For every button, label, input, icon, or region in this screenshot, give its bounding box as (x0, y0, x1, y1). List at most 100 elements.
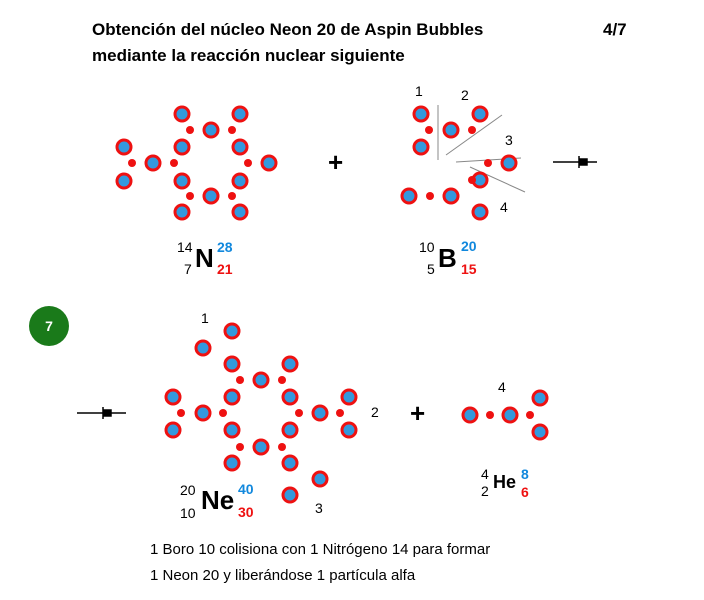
nucleon-bubble (252, 438, 270, 456)
nucleon-bubble (173, 172, 191, 190)
caption-line-2: 1 Neon 20 y liberándose 1 partícula alfa (150, 567, 416, 584)
title-line-1: Obtención del núcleo Neon 20 de Aspin Bu… (92, 20, 484, 39)
nucleon-bubble (531, 389, 549, 407)
nucleon-bubble (531, 423, 549, 441)
nucleon-bubble (173, 138, 191, 156)
bond-dot (426, 192, 434, 200)
neon-fragment-label-2: 2 (371, 404, 379, 420)
bond-dot (244, 159, 252, 167)
nitrogen-atomic-number: 7 (184, 261, 192, 277)
boron-fragment-label-4: 4 (500, 199, 508, 215)
nucleon-bubble (164, 388, 182, 406)
nucleon-bubble (202, 121, 220, 139)
nucleon-bubble (252, 371, 270, 389)
nucleon-bubble (442, 121, 460, 139)
bond-dot (526, 411, 534, 419)
neon-top-value: 40 (238, 481, 254, 497)
bond-dot (484, 159, 492, 167)
nitrogen-symbol: N (195, 243, 214, 273)
nucleon-bubble (223, 388, 241, 406)
nucleon-bubble (231, 172, 249, 190)
bond-dot (219, 409, 227, 417)
nucleon-bubble (144, 154, 162, 172)
nucleon-bubble (461, 406, 479, 424)
nucleon-bubble (115, 138, 133, 156)
bond-dot (128, 159, 136, 167)
nucleon-bubble (412, 105, 430, 123)
helium-top-value: 8 (521, 466, 529, 482)
arrow-icon-1 (553, 156, 597, 168)
step-badge: 7 (29, 306, 69, 346)
neon-fragment-label-1: 1 (201, 310, 209, 326)
title-line-2: mediante la reacción nuclear siguiente (92, 46, 405, 65)
bond-dot (336, 409, 344, 417)
page-indicator: 4/7 (603, 20, 627, 39)
plus-sign-2: + (410, 398, 426, 428)
nucleon-bubble (173, 105, 191, 123)
boron-mass-number: 10 (419, 239, 435, 255)
nucleon-bubble (223, 355, 241, 373)
neon-bottom-value: 30 (238, 504, 254, 520)
nucleon-bubble (223, 421, 241, 439)
nucleon-bubble (260, 154, 278, 172)
bond-dots (128, 126, 534, 451)
nucleon-bubble (281, 355, 299, 373)
nucleon-bubble (471, 105, 489, 123)
bond-dot (228, 192, 236, 200)
nucleon-bubble (173, 203, 191, 221)
bond-dot (177, 409, 185, 417)
neon-atomic-number: 10 (180, 505, 196, 521)
nucleon-bubble (231, 203, 249, 221)
bond-dot (468, 126, 476, 134)
nucleon-bubble (164, 421, 182, 439)
caption-line-1: 1 Boro 10 colisiona con 1 Nitrógeno 14 p… (150, 541, 491, 558)
neon-symbol: Ne (201, 485, 235, 515)
helium-mass-number: 4 (481, 466, 489, 482)
boron-symbol: B (438, 243, 457, 273)
nitrogen-mass-number: 14 (177, 239, 193, 255)
plus-sign-1: + (328, 147, 344, 177)
nucleon-bubble (412, 138, 430, 156)
nucleon-bubble (501, 406, 519, 424)
nucleon-bubble (442, 187, 460, 205)
bond-dot (186, 192, 194, 200)
nucleon-bubble (231, 105, 249, 123)
bond-dot (295, 409, 303, 417)
nucleon-bubble (340, 421, 358, 439)
helium-atomic-number: 2 (481, 483, 489, 499)
bond-dot (186, 126, 194, 134)
bond-dot (468, 176, 476, 184)
nucleon-bubble (400, 187, 418, 205)
nucleon-bubble (281, 421, 299, 439)
nucleon-bubble (311, 404, 329, 422)
nucleon-bubble (223, 322, 241, 340)
nucleon-bubble (340, 388, 358, 406)
nucleon-bubble (194, 339, 212, 357)
neon-fragment-label-3: 3 (315, 500, 323, 516)
bond-dot (278, 443, 286, 451)
boron-fragment-label-3: 3 (505, 132, 513, 148)
bond-dot (170, 159, 178, 167)
boron-fragment-label-1: 1 (415, 83, 423, 99)
nucleon-bubbles (115, 105, 549, 504)
bond-dot (278, 376, 286, 384)
boron-bottom-value: 15 (461, 261, 477, 277)
neon-mass-number: 20 (180, 482, 196, 498)
bond-dot (236, 443, 244, 451)
helium-bottom-value: 6 (521, 484, 529, 500)
nucleon-bubble (311, 470, 329, 488)
nucleon-bubble (281, 454, 299, 472)
nucleon-bubble (281, 388, 299, 406)
nitrogen-bottom-value: 21 (217, 261, 233, 277)
bond-dot (425, 126, 433, 134)
bond-dot (236, 376, 244, 384)
nucleon-bubble (115, 172, 133, 190)
nucleon-bubble (471, 203, 489, 221)
nitrogen-top-value: 28 (217, 239, 233, 255)
helium-symbol: He (493, 472, 517, 492)
nucleon-bubble (202, 187, 220, 205)
bond-dot (228, 126, 236, 134)
boron-top-value: 20 (461, 238, 477, 254)
bond-dot (486, 411, 494, 419)
